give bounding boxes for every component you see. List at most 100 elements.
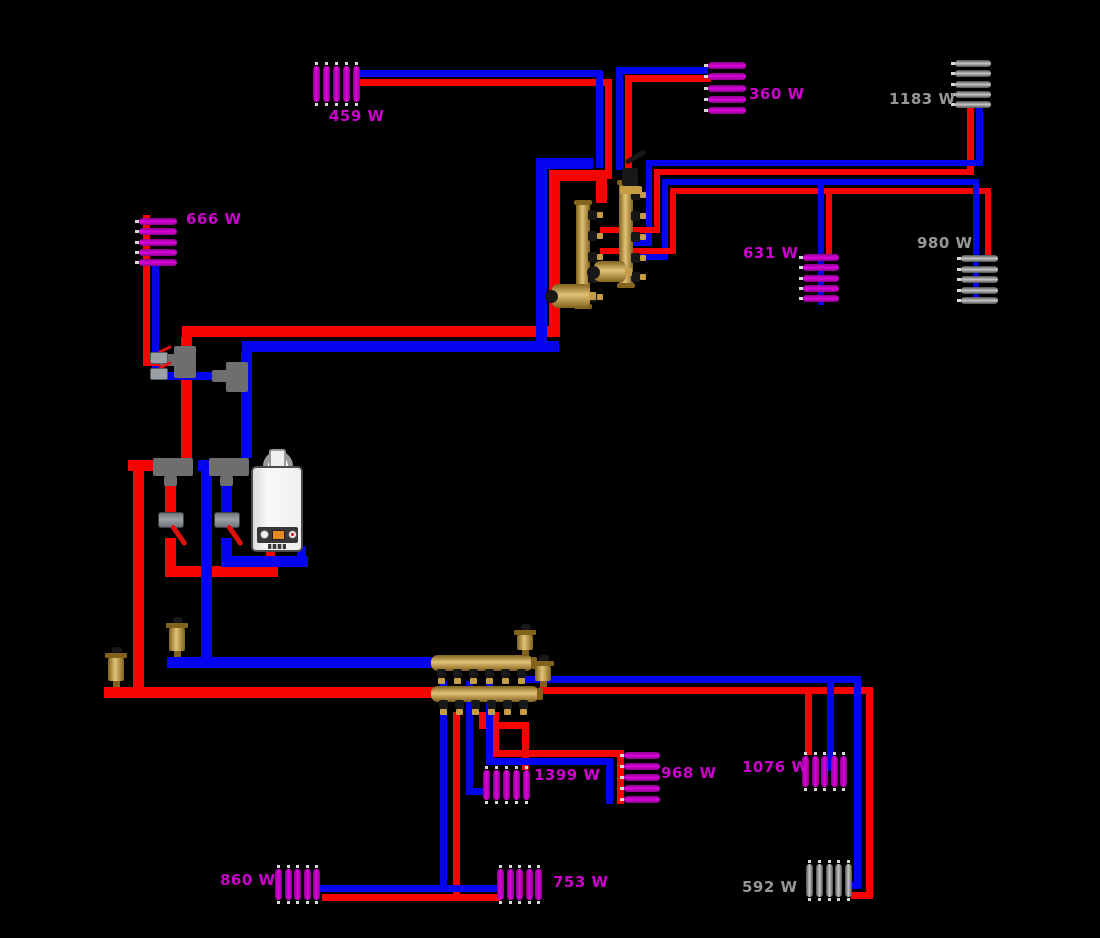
- circuit-nipple: [470, 678, 477, 684]
- air-vent-valve[interactable]: [535, 666, 551, 681]
- radiator-nipple: [296, 901, 299, 904]
- radiator-nipple: [817, 898, 821, 901]
- tee-fitting: [209, 458, 249, 476]
- radiator-nipple: [620, 798, 624, 801]
- manifold-bar-return[interactable]: [431, 655, 533, 671]
- radiator-980w[interactable]: [957, 255, 998, 304]
- radiator-nipple: [508, 901, 512, 904]
- radiator-360w[interactable]: [704, 62, 746, 114]
- radiator-section: [708, 62, 746, 69]
- radiator-nipple: [315, 103, 318, 106]
- radiator-section: [483, 770, 490, 800]
- supply-pipe-segment: [625, 75, 632, 185]
- boiler-knob[interactable]: [260, 530, 269, 539]
- radiator-section: [815, 864, 823, 897]
- radiator-1183w[interactable]: [951, 60, 991, 108]
- manifold-bar-supply[interactable]: [431, 686, 539, 702]
- radiator-753w[interactable]: [497, 865, 542, 904]
- manifold-valve[interactable]: [631, 190, 640, 200]
- manifold-top-valve[interactable]: [622, 168, 638, 186]
- manifold-upper-2[interactable]: [619, 183, 633, 285]
- circuit-valve[interactable]: [487, 700, 496, 709]
- radiator-nipple: [804, 752, 807, 755]
- radiator-label: 1076 W: [742, 758, 809, 776]
- pump[interactable]: [594, 261, 626, 282]
- supply-pipe-segment: [453, 712, 460, 901]
- radiator-label: 1183 W: [889, 90, 956, 108]
- radiator-nipple: [799, 256, 803, 259]
- circuit-valve[interactable]: [519, 700, 528, 709]
- radiator-1076w[interactable]: [802, 752, 847, 791]
- manifold-valve[interactable]: [631, 232, 640, 242]
- radiator-968w[interactable]: [620, 752, 660, 803]
- manifold-valve[interactable]: [631, 211, 640, 221]
- manifold-upper-1[interactable]: [576, 203, 590, 306]
- radiator-860w[interactable]: [275, 865, 320, 904]
- supply-pipe-segment: [165, 476, 176, 516]
- manifold-valve[interactable]: [631, 253, 640, 263]
- radiator-section: [955, 101, 991, 108]
- mini-valve[interactable]: [150, 368, 168, 380]
- circuit-valve[interactable]: [517, 669, 526, 678]
- return-pipe-segment: [827, 683, 834, 771]
- return-pipe-segment: [152, 262, 159, 380]
- radiator-nipple: [305, 901, 309, 904]
- tee-fitting: [220, 476, 233, 486]
- radiator-nipple: [505, 801, 508, 804]
- mini-valve[interactable]: [150, 352, 168, 364]
- supply-pipe-segment: [104, 687, 435, 698]
- radiator-nipple: [518, 865, 521, 868]
- circuit-valve[interactable]: [469, 669, 478, 678]
- circuit-valve[interactable]: [439, 700, 448, 709]
- manifold-valve[interactable]: [588, 252, 597, 262]
- circuit-valve[interactable]: [437, 669, 446, 678]
- radiator-section: [806, 864, 813, 897]
- air-vent-cap: [112, 647, 122, 654]
- boiler-display: [272, 530, 285, 540]
- manifold-valve[interactable]: [588, 231, 597, 241]
- radiator-666w[interactable]: [135, 218, 177, 266]
- air-vent-cap: [521, 624, 531, 631]
- circuit-valve[interactable]: [503, 700, 512, 709]
- radiator-nipple: [827, 860, 831, 863]
- pump-nipple: [589, 292, 596, 300]
- radiator-1399w[interactable]: [483, 766, 530, 804]
- radiator-nipple: [286, 865, 290, 868]
- circuit-valve[interactable]: [471, 700, 480, 709]
- radiator-nipple: [620, 787, 624, 790]
- radiator-section: [523, 770, 530, 800]
- boiler-grill: [268, 544, 286, 549]
- radiator-section: [830, 756, 838, 787]
- manifold-nipple: [597, 233, 603, 239]
- radiator-592w[interactable]: [806, 860, 852, 901]
- circuit-valve[interactable]: [453, 669, 462, 678]
- radiator-label: 360 W: [749, 85, 805, 103]
- supply-pipe-segment: [625, 75, 711, 82]
- air-vent-valve[interactable]: [108, 658, 124, 681]
- pump[interactable]: [552, 284, 590, 308]
- manifold-valve[interactable]: [588, 210, 597, 220]
- circuit-valve[interactable]: [455, 700, 464, 709]
- circuit-valve[interactable]: [485, 669, 494, 678]
- circuit-nipple: [440, 709, 447, 715]
- radiator-nipple: [325, 62, 328, 65]
- return-pipe-segment: [486, 681, 493, 765]
- manifold-end-cap: [574, 200, 592, 205]
- radiator-nipple: [345, 103, 348, 106]
- radiator-631w[interactable]: [799, 254, 839, 302]
- radiator-section: [333, 66, 340, 102]
- return-pipe-segment: [201, 460, 212, 668]
- radiator-section: [845, 864, 852, 897]
- radiator-nipple: [808, 860, 811, 863]
- air-vent-valve[interactable]: [517, 635, 533, 650]
- return-pipe-segment: [536, 158, 593, 169]
- manifold-valve[interactable]: [631, 272, 640, 282]
- radiator-nipple: [527, 865, 531, 868]
- air-vent-valve[interactable]: [169, 628, 185, 651]
- radiator-nipple: [135, 220, 139, 223]
- radiator-459w[interactable]: [313, 62, 360, 106]
- radiator-section: [955, 80, 991, 88]
- circuit-valve[interactable]: [501, 669, 510, 678]
- radiator-nipple: [315, 62, 318, 65]
- radiator-nipple: [335, 62, 338, 65]
